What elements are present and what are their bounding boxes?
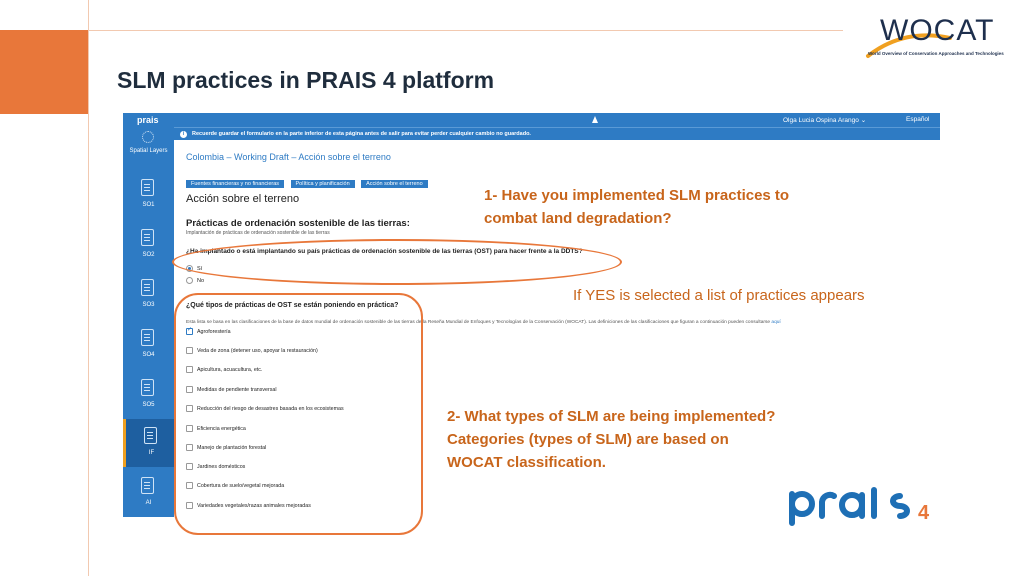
accent-block bbox=[0, 30, 88, 114]
checkbox-icon bbox=[186, 405, 193, 412]
question-slm-types: ¿Qué tipos de prácticas de OST se están … bbox=[186, 302, 399, 309]
app-screenshot: prais Olga Lucia Ospina Arango ⌄ Español… bbox=[123, 113, 940, 517]
document-icon bbox=[141, 379, 154, 396]
subsection-title: Prácticas de ordenación sostenible de la… bbox=[186, 218, 410, 229]
checkbox-icon bbox=[186, 326, 193, 335]
annotation-question-2: 2- What types of SLM are being implement… bbox=[447, 408, 776, 471]
sidebar-item-so5[interactable]: SO5 bbox=[123, 371, 174, 419]
form-tabs: Fuentes financieras y no financieras Pol… bbox=[186, 172, 430, 190]
sidebar-item-label: SO4 bbox=[142, 352, 155, 358]
sidebar-item-label: SO5 bbox=[142, 402, 155, 408]
practice-checkbox[interactable]: Medidas de pendiente transversal bbox=[186, 386, 277, 393]
checkbox-icon bbox=[186, 425, 193, 432]
prais4-logo: 4 bbox=[789, 487, 930, 526]
document-icon bbox=[141, 179, 154, 196]
sidebar-item-label: SO3 bbox=[142, 302, 155, 308]
sidebar-item-so4[interactable]: SO4 bbox=[123, 321, 174, 369]
checkbox-icon bbox=[186, 482, 193, 489]
highlight-ellipse bbox=[172, 239, 622, 285]
radio-label: No bbox=[197, 277, 205, 284]
wocat-logo-subtitle: World Overview of Conservation Approache… bbox=[868, 51, 1004, 56]
language-selector[interactable]: Español bbox=[906, 116, 930, 123]
prais-app-logo[interactable]: prais bbox=[137, 115, 159, 125]
practice-checkbox[interactable]: Variedades vegetales/razas animales mejo… bbox=[186, 502, 311, 509]
practice-checkbox[interactable]: Cobertura de suelo/vegetal mejorada bbox=[186, 482, 284, 489]
checkbox-icon bbox=[186, 444, 193, 451]
sidebar-item-label: AI bbox=[145, 500, 152, 506]
save-reminder-banner: i Recuerde guardar el formulario en la p… bbox=[174, 127, 940, 140]
vertical-divider bbox=[88, 0, 89, 576]
document-icon bbox=[144, 427, 157, 444]
breadcrumb[interactable]: Colombia – Working Draft – Acción sobre … bbox=[186, 152, 391, 162]
sidebar-item-ai[interactable]: AI bbox=[123, 469, 174, 517]
checkbox-icon bbox=[186, 366, 193, 373]
sidebar-item-label: Spatial Layers bbox=[129, 148, 168, 154]
checkbox-icon bbox=[186, 386, 193, 393]
sidebar-item-spatial-layers[interactable]: Spatial Layers bbox=[123, 127, 174, 175]
document-icon bbox=[141, 279, 154, 296]
document-icon bbox=[141, 229, 154, 246]
checkbox-icon bbox=[186, 502, 193, 509]
checkbox-icon bbox=[186, 347, 193, 354]
practice-checkbox[interactable]: Apicultura, acuacultura, etc. bbox=[186, 366, 262, 373]
practice-checkbox[interactable]: Reducción del riesgo de desastres basada… bbox=[186, 405, 344, 412]
practice-checkbox[interactable]: Manejo de plantación forestal bbox=[186, 444, 266, 451]
horizontal-divider bbox=[88, 30, 843, 31]
sidebar-item-if[interactable]: IF bbox=[123, 419, 174, 467]
wocat-logo-swoosh bbox=[866, 33, 952, 58]
checkbox-icon bbox=[186, 463, 193, 470]
tab-financial-sources[interactable]: Fuentes financieras y no financieras bbox=[186, 180, 285, 188]
slide-title: SLM practices in PRAIS 4 platform bbox=[117, 67, 495, 93]
sidebar-item-so2[interactable]: SO2 bbox=[123, 221, 174, 269]
wocat-logo: WOCAT bbox=[880, 14, 995, 47]
layers-icon bbox=[142, 131, 154, 143]
mouse-cursor-icon bbox=[592, 116, 598, 123]
app-topbar: prais Olga Lucia Ospina Arango ⌄ Español bbox=[123, 113, 940, 127]
document-icon bbox=[141, 329, 154, 346]
tab-action-on-ground[interactable]: Acción sobre el terreno bbox=[361, 180, 428, 188]
annotation-yes-note: If YES is selected a list of practices a… bbox=[573, 287, 865, 304]
user-menu[interactable]: Olga Lucia Ospina Arango ⌄ bbox=[783, 117, 867, 124]
radio-no[interactable]: No bbox=[186, 277, 204, 284]
radio-icon bbox=[186, 277, 193, 284]
sidebar-item-so1[interactable]: SO1 bbox=[123, 171, 174, 219]
sidebar-item-so3[interactable]: SO3 bbox=[123, 271, 174, 319]
section-title: Acción sobre el terreno bbox=[186, 193, 300, 205]
document-icon bbox=[141, 477, 154, 494]
app-sidebar: Spatial Layers SO1 SO2 SO3 SO4 SO5 IF A bbox=[123, 127, 174, 517]
sidebar-item-label: IF bbox=[148, 450, 155, 456]
practice-checkbox[interactable]: Jardines domésticos bbox=[186, 463, 245, 470]
save-reminder-text: Recuerde guardar el formulario en la par… bbox=[192, 131, 531, 137]
tab-policy-planning[interactable]: Política y planificación bbox=[290, 180, 355, 188]
wocat-definitions-link[interactable]: aquí bbox=[771, 320, 781, 325]
annotation-question-1: 1- Have you implemented SLM practices to… bbox=[484, 187, 790, 227]
sidebar-item-label: SO1 bbox=[142, 202, 155, 208]
subsection-description: Implantación de prácticas de ordenación … bbox=[186, 230, 330, 236]
info-icon: i bbox=[180, 131, 187, 138]
sidebar-item-label: SO2 bbox=[142, 252, 155, 258]
question-slm-types-description: Esta lista se basa en las clasificacione… bbox=[186, 320, 781, 325]
practice-checkbox[interactable]: Eficiencia energética bbox=[186, 425, 246, 432]
practice-checkbox[interactable]: Veda de zona (detener uso, apoyar la res… bbox=[186, 347, 318, 354]
svg-text:4: 4 bbox=[918, 502, 930, 524]
practice-checkbox[interactable]: Agroforestería bbox=[186, 326, 231, 335]
highlight-box bbox=[174, 293, 423, 535]
